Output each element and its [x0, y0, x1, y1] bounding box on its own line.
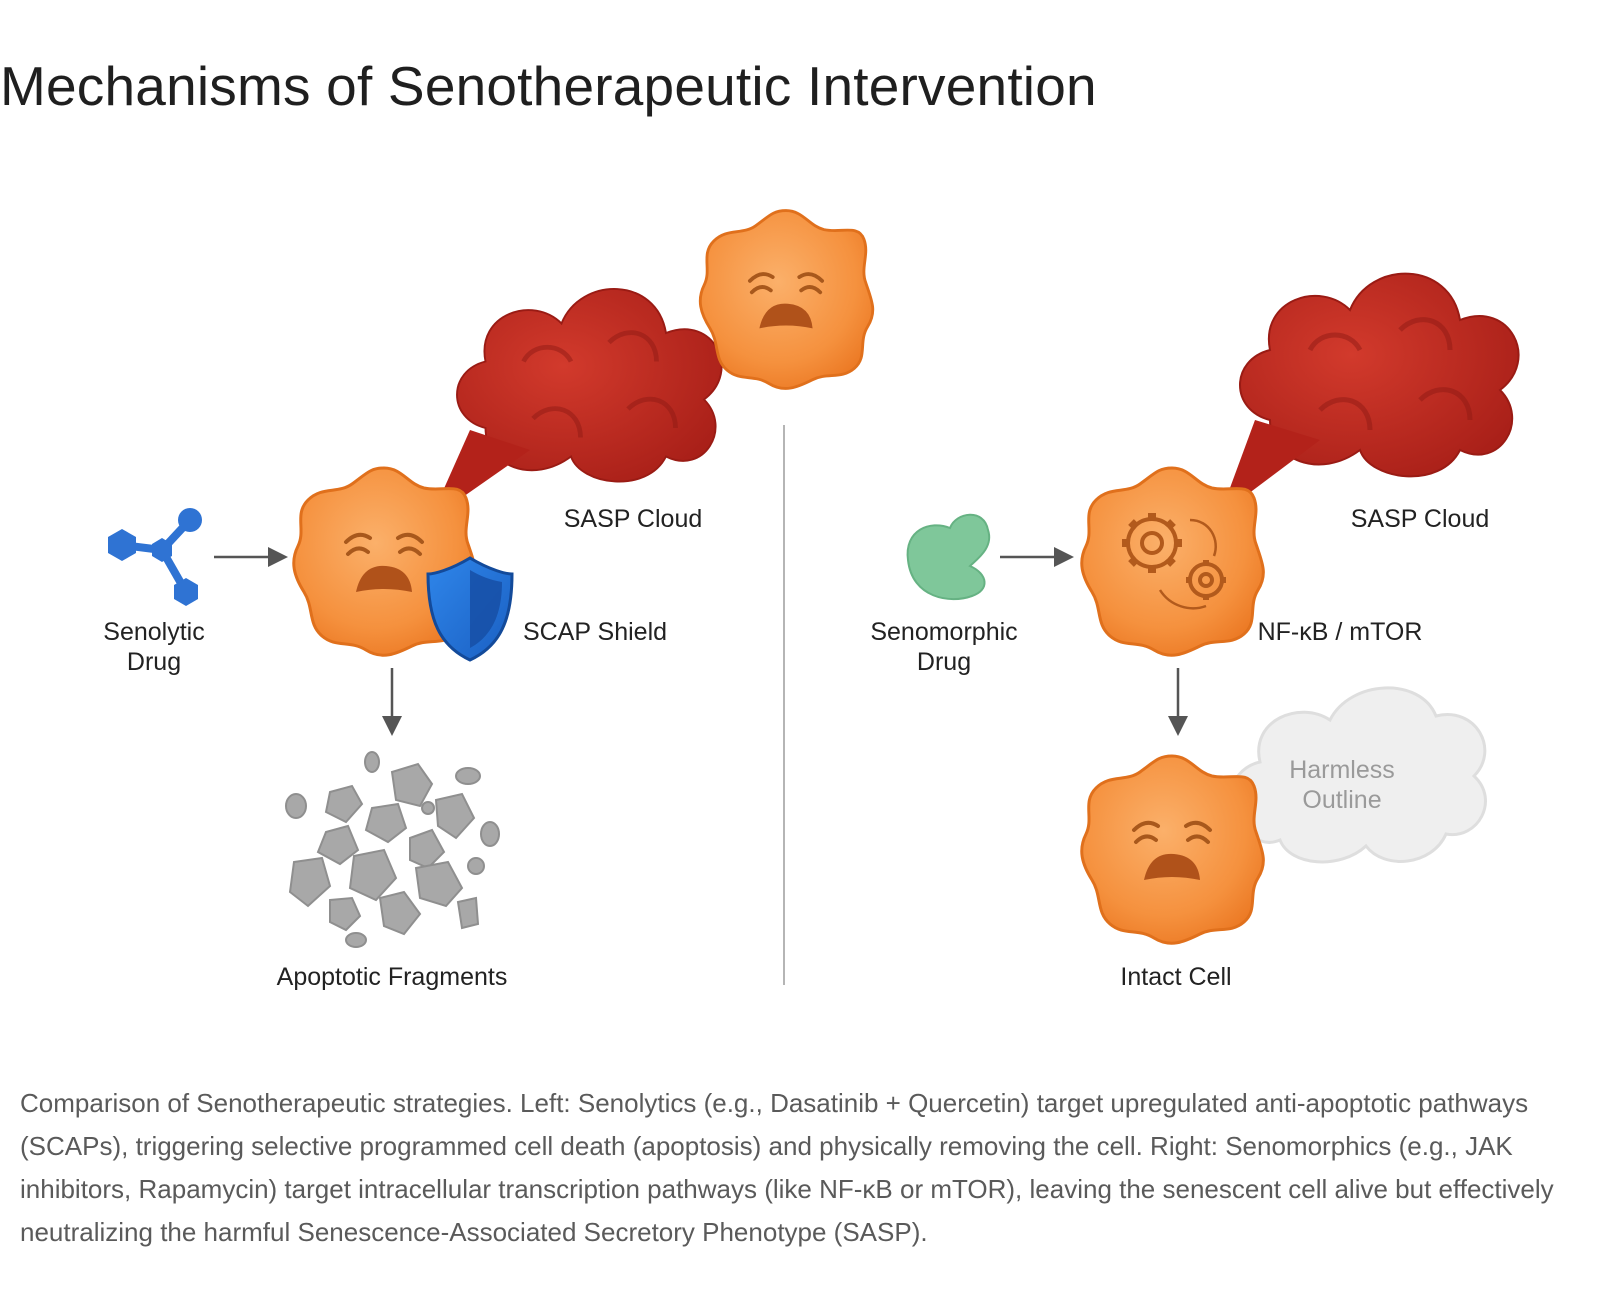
- left-panel: Senolytic Drug SASP Cloud SCAP Shield Ap…: [103, 209, 875, 991]
- distant-senescent-cell: [698, 209, 875, 390]
- harmless-outline-cloud: [1228, 686, 1487, 864]
- nfkb-mtor-gears-icon: [1122, 513, 1226, 610]
- scap-shield-label: SCAP Shield: [523, 618, 667, 646]
- senomorphic-drug-label-line1: Senomorphic: [870, 618, 1017, 646]
- senomorphic-drug-label-line2: Drug: [917, 648, 971, 676]
- senolytic-drug-molecule-icon: [108, 508, 202, 606]
- harmless-outline-label-line2: Outline: [1302, 786, 1381, 814]
- intact-cell-label: Intact Cell: [1120, 963, 1231, 991]
- apoptotic-fragments: [285, 751, 500, 948]
- senotherapeutic-diagram: Senolytic Drug SASP Cloud SCAP Shield Ap…: [103, 209, 1600, 991]
- sasp-cloud-label-left: SASP Cloud: [564, 505, 703, 533]
- harmless-outline-label-line1: Harmless: [1289, 756, 1395, 784]
- senolytic-drug-label-line1: Senolytic: [103, 618, 204, 646]
- sasp-cloud-label-right: SASP Cloud: [1351, 505, 1490, 533]
- right-panel: Senomorphic Drug SASP Cloud NF-κB / mTOR…: [870, 274, 1518, 991]
- scap-shield-icon: [426, 556, 514, 662]
- intact-cell: [1080, 754, 1265, 945]
- figure-caption: Comparison of Senotherapeutic strategies…: [20, 1088, 1554, 1247]
- senolytic-drug-label-line2: Drug: [127, 648, 181, 676]
- apoptotic-fragments-label: Apoptotic Fragments: [277, 963, 508, 991]
- page-title: Mechanisms of Senotherapeutic Interventi…: [0, 55, 1097, 117]
- nfkb-mtor-label: NF-κB / mTOR: [1258, 618, 1423, 646]
- senomorphic-drug-blob-molecule-icon: [906, 513, 991, 601]
